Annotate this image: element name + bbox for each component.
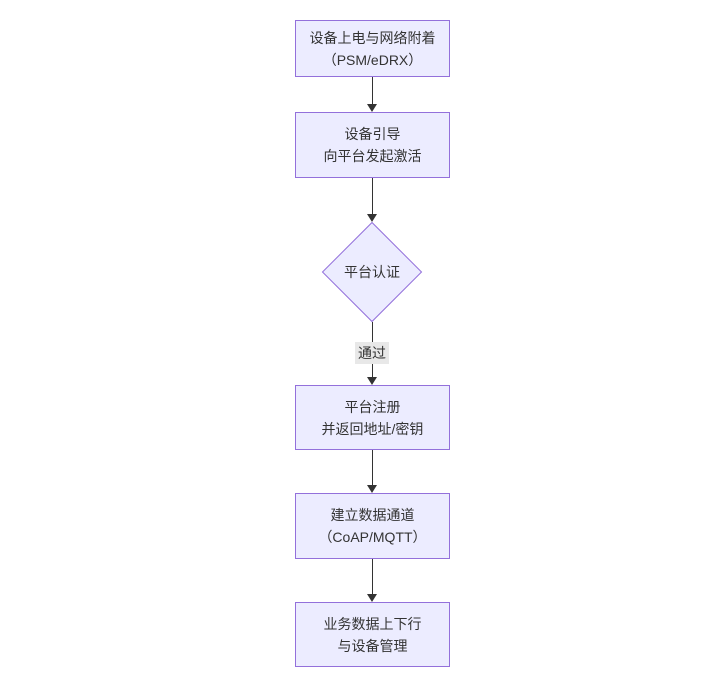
node-text-line: 平台注册 — [344, 398, 401, 415]
node-platform-auth: 平台认证 — [321, 221, 423, 323]
node-business-data: 业务数据上下行 与设备管理 — [295, 602, 450, 667]
edge-label-pass: 通过 — [355, 342, 389, 364]
node-power-attach: 设备上电与网络附着 （PSM/eDRX） — [295, 20, 450, 77]
edge-line — [372, 178, 373, 215]
node-text-line: 业务数据上下行 — [323, 615, 422, 632]
arrow-down-icon — [367, 104, 377, 112]
edge-line — [372, 559, 373, 595]
node-platform-register: 平台注册 并返回地址/密钥 — [295, 385, 450, 450]
node-text-line: 设备引导 — [344, 126, 401, 142]
node-text-line: 与设备管理 — [337, 637, 408, 654]
node-text-line: 建立数据通道 — [330, 507, 415, 523]
edge-line — [372, 450, 373, 486]
arrow-down-icon — [367, 377, 377, 385]
node-text-line: 设备上电与网络附着 — [309, 29, 436, 46]
node-text-line: 平台认证 — [344, 264, 400, 280]
node-text-line: （PSM/eDRX） — [322, 51, 423, 68]
node-bootstrap: 设备引导 向平台发起激活 — [295, 112, 450, 178]
node-data-channel: 建立数据通道 （CoAP/MQTT） — [295, 493, 450, 559]
node-text-line: 并返回地址/密钥 — [321, 420, 424, 437]
node-text-line: 向平台发起激活 — [323, 148, 422, 164]
arrow-down-icon — [367, 485, 377, 493]
edge-line — [372, 77, 373, 105]
arrow-down-icon — [367, 214, 377, 222]
node-text-line: （CoAP/MQTT） — [318, 529, 427, 545]
arrow-down-icon — [367, 594, 377, 602]
